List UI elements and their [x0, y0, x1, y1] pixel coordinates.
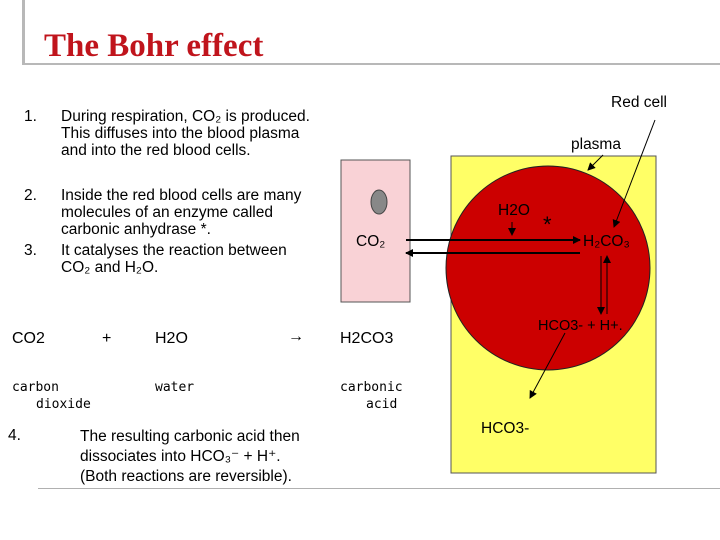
enzyme-star: * [543, 212, 552, 237]
point-text: Inside the red blood cells are many mole… [61, 187, 301, 238]
plasma-pointer [587, 154, 604, 171]
point-line: molecules of an enzyme called [61, 204, 273, 221]
point-line: It catalyses the reaction between [61, 242, 287, 259]
equation-h2o: H2O [155, 330, 188, 347]
point-line: During respiration, CO₂ is produced. [61, 108, 310, 125]
plasma-label: plasma [571, 136, 621, 153]
point-line: and into the red blood cells. [61, 142, 251, 159]
point-line: The resulting carbonic acid then [80, 428, 300, 445]
label-dioxide: dioxide [36, 397, 91, 412]
point-number: 1. [24, 108, 37, 125]
red-cell-pointer [612, 119, 656, 228]
page-title: The Bohr effect [44, 28, 264, 64]
point-line: dissociates into HCO₃⁻ + H⁺. [80, 448, 281, 465]
hco3-h-label: HCO3- + H+. [538, 318, 623, 334]
equation-co2: CO2 [12, 330, 45, 347]
point-text: During respiration, CO₂ is produced. Thi… [61, 108, 310, 159]
label-carbonic: carbonic [340, 380, 403, 395]
point-line: This diffuses into the blood plasma [61, 125, 300, 142]
h2o-label: H2O [498, 202, 530, 219]
point-number: 3. [24, 242, 37, 259]
bottom-divider [38, 488, 720, 489]
hco3-out-arrow [529, 332, 566, 399]
label-water: water [155, 380, 195, 395]
title-accent-bar [22, 0, 25, 64]
point-number: 4. [8, 427, 21, 444]
equation-h2co3: H2CO3 [340, 330, 394, 347]
co2-label: CO₂ [356, 233, 386, 250]
h2co3-label: H₂CO₃ [583, 233, 630, 250]
red-cell-circle [445, 165, 651, 371]
point-text: The resulting carbonic acid then dissoci… [80, 427, 300, 487]
nucleus [370, 189, 388, 215]
equation-plus: + [102, 330, 112, 347]
point-line: (Both reactions are reversible). [80, 468, 292, 485]
label-acid: acid [366, 397, 398, 412]
hco3-out-label: HCO3- [481, 420, 530, 437]
red-cell-label: Red cell [611, 94, 667, 111]
point-line: Inside the red blood cells are many [61, 187, 302, 204]
label-carbon: carbon [12, 380, 59, 395]
point-text: It catalyses the reaction between CO₂ an… [61, 242, 287, 276]
point-line: carbonic anhydrase *. [61, 221, 211, 238]
point-number: 2. [24, 187, 37, 204]
small-red-cell [340, 159, 411, 303]
point-line: CO₂ and H₂O. [61, 259, 159, 276]
equation-arrow: → [288, 328, 304, 345]
title-underline [22, 63, 720, 65]
